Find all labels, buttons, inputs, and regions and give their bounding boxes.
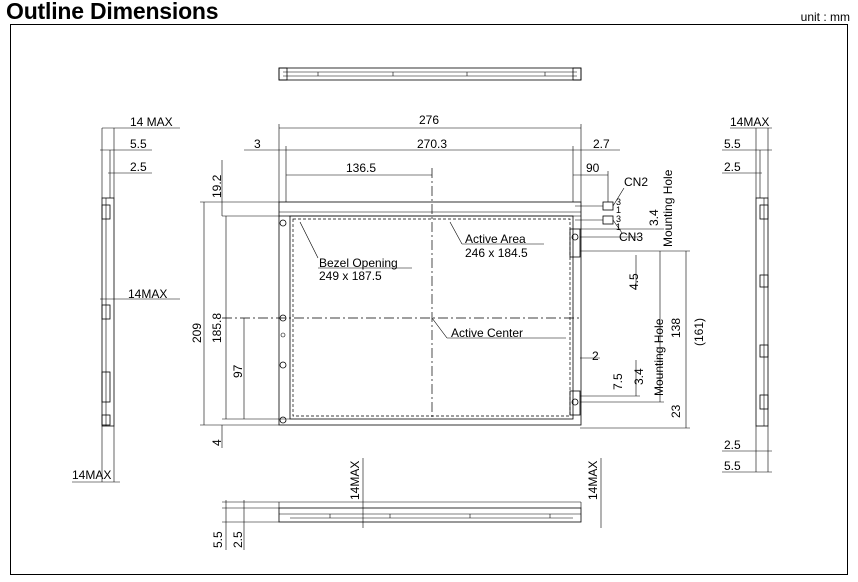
dim-14max-bot-label: 14MAX (72, 468, 111, 482)
bottom-dim-2-5-label: 2.5 (231, 531, 245, 548)
page-title: Outline Dimensions (6, 0, 219, 24)
dim-2-7-label: 2.7 (593, 137, 610, 151)
dim-97-label: 97 (231, 364, 245, 378)
dim-185-8-label: 185.8 (210, 313, 224, 343)
dim-2-label: 2 (592, 349, 599, 363)
cn3-label: CN3 (619, 230, 643, 244)
dim-7-5-label: 7.5 (611, 373, 625, 390)
dim-2-5-label: 2.5 (130, 160, 147, 174)
unit-label: unit : mm (800, 10, 850, 24)
dim-209-label: 209 (190, 323, 204, 343)
right-dim-5-5-top-label: 5.5 (724, 137, 741, 151)
right-dim-2-5-bot-label: 2.5 (724, 438, 741, 452)
right-side-view (722, 127, 772, 473)
dim-3-label: 3 (254, 137, 261, 151)
dim-276-label: 276 (419, 113, 439, 127)
bottom-dim-14max-a-label: 14MAX (348, 461, 362, 500)
dim-4-5-label: 4.5 (627, 273, 641, 290)
active-area-label: Active Area (465, 232, 526, 246)
bezel-opening-size: 249 x 187.5 (319, 269, 382, 283)
active-center-label: Active Center (451, 326, 523, 340)
front-view (200, 124, 690, 448)
dim-14max-mid-label: 14MAX (128, 287, 167, 301)
mounting-hole-top-label: Mounting Hole (661, 169, 675, 247)
bottom-dim-5-5-label: 5.5 (211, 531, 225, 548)
dim-270-3-label: 270.3 (417, 137, 447, 151)
dim-3-4-top-label: 3.4 (647, 209, 661, 226)
right-dim-5-5-bot-label: 5.5 (724, 459, 741, 473)
drawing-frame (10, 24, 848, 575)
cn3-pin1: 1 (616, 222, 621, 232)
dim-90-label: 90 (586, 161, 600, 175)
top-edge-view (278, 67, 582, 81)
dim-23-label: 23 (669, 404, 683, 418)
leader-lines (299, 221, 566, 339)
cn2-pin1: 1 (616, 205, 621, 215)
dim-4-label: 4 (210, 439, 224, 446)
cn3-pin3: 3 (616, 214, 621, 224)
dim-161-label: (161) (692, 318, 706, 346)
active-area-size: 246 x 184.5 (465, 246, 528, 260)
left-side-view (72, 127, 180, 483)
dim-136-5-label: 136.5 (346, 161, 376, 175)
cn2-pin3: 3 (616, 197, 621, 207)
dim-14max-top-label: 14 MAX (130, 115, 173, 129)
dim-138-label: 138 (669, 318, 683, 338)
cn2-label: CN2 (624, 175, 648, 189)
dim-19-2-label: 19.2 (210, 174, 224, 198)
bezel-opening-label: Bezel Opening (319, 256, 398, 270)
right-dim-2-5-top-label: 2.5 (724, 160, 741, 174)
bottom-dim-14max-b-label: 14MAX (586, 461, 600, 500)
bottom-edge-view (222, 458, 602, 550)
mounting-hole-bot-label: Mounting Hole (652, 318, 666, 396)
right-dim-14max-label: 14MAX (730, 115, 769, 129)
dim-5-5-label: 5.5 (130, 137, 147, 151)
dim-3-4-bot-label: 3.4 (632, 368, 646, 385)
